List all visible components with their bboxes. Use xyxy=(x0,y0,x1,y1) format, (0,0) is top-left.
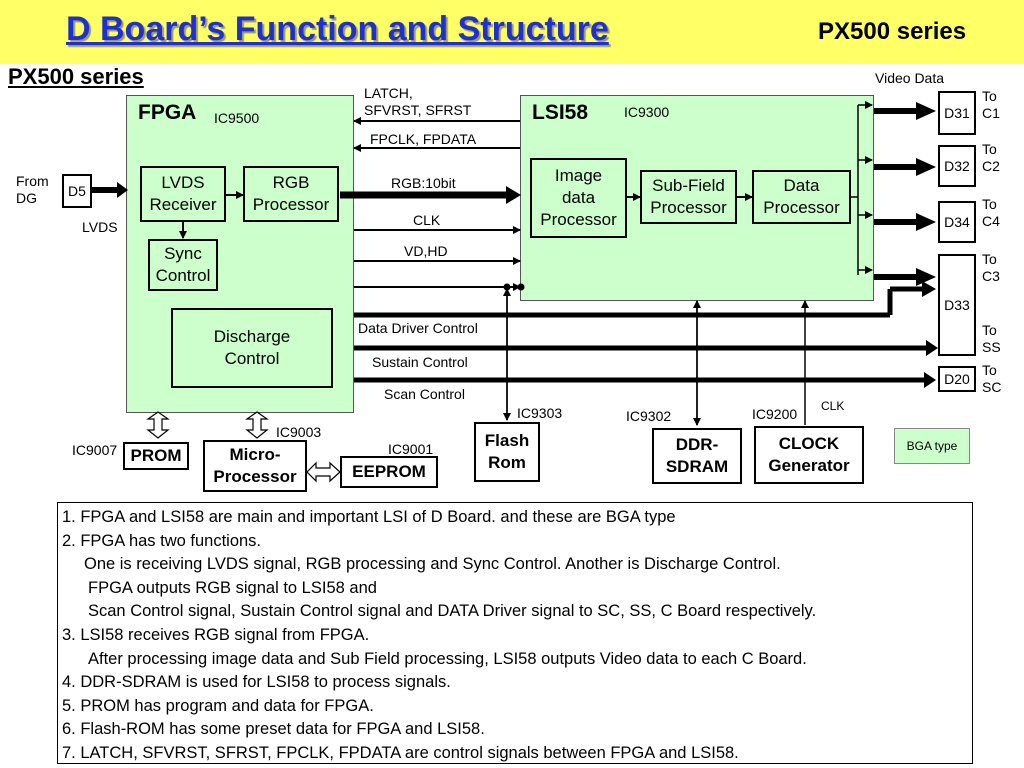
subfield-processor-block: Sub-Field Processor xyxy=(640,170,737,224)
note-line: 5. PROM has program and data for FPGA. xyxy=(62,696,374,715)
note-line: Scan Control signal, Sustain Control sig… xyxy=(88,602,817,621)
video-data-label: Video Data xyxy=(875,70,945,86)
to-c2-label: To C2 xyxy=(982,141,1000,174)
clk-signal-label: CLK xyxy=(413,212,441,228)
eeprom-chip: EEPROM xyxy=(340,456,438,488)
to-c4-label: To C4 xyxy=(982,196,1000,229)
to-c3-label: To C3 xyxy=(982,251,1000,284)
clock-clk-label: CLK xyxy=(821,399,845,413)
note-line: 1. FPGA and LSI58 are main and important… xyxy=(62,508,676,526)
lsi58-ic-label: IC9300 xyxy=(624,104,670,120)
connector-d20: D20 xyxy=(938,366,976,392)
page-subtitle: PX500 series xyxy=(8,64,144,89)
connector-d32: D32 xyxy=(938,145,976,187)
microprocessor-chip: Micro- Processor xyxy=(203,440,307,492)
rgb-processor-block: RGB Processor xyxy=(243,166,339,222)
flash-ic-label: IC9303 xyxy=(517,405,563,421)
data-processor-block: Data Processor xyxy=(752,170,851,224)
lvds-input-arrowhead xyxy=(117,182,128,198)
micro-ic-label: IC9003 xyxy=(276,424,322,440)
prom-chip: PROM xyxy=(123,442,189,470)
connector-d33: D33 xyxy=(938,254,976,356)
connector-d5: D5 xyxy=(62,174,92,208)
note-line: 6. Flash-ROM has some preset data for FP… xyxy=(62,720,485,739)
prom-fpga-link xyxy=(146,411,170,439)
lvds-label: LVDS xyxy=(82,219,118,235)
sustain-control-label: Sustain Control xyxy=(372,354,468,370)
clock-ic-label: IC9200 xyxy=(752,406,798,422)
bga-type-legend: BGA type xyxy=(894,428,970,464)
ddr-ic-label: IC9302 xyxy=(626,408,672,424)
scan-control-label: Scan Control xyxy=(384,386,465,402)
sync-control-block: Sync Control xyxy=(148,239,218,291)
micro-eeprom-link xyxy=(306,461,341,483)
connector-d31: D31 xyxy=(938,91,976,135)
fpga-ic-label: IC9500 xyxy=(214,110,260,126)
vdhd-signal-label: VD,HD xyxy=(404,243,448,259)
lsi58-title: LSI58 xyxy=(532,101,589,124)
ddr-sdram-chip: DDR- SDRAM xyxy=(652,428,742,484)
fpga-title: FPGA xyxy=(138,101,197,124)
eeprom-ic-label: IC9001 xyxy=(388,441,434,457)
notes-box: 1. FPGA and LSI58 are main and important… xyxy=(57,502,973,764)
to-c1-label: To C1 xyxy=(982,88,1000,121)
connector-d34: D34 xyxy=(938,201,976,243)
lvds-receiver-block: LVDS Receiver xyxy=(140,166,226,222)
note-line: FPGA outputs RGB signal to LSI58 and xyxy=(88,578,377,597)
page-title: D Board’s Function and Structure xyxy=(66,10,609,48)
rgb-signal-label: RGB:10bit xyxy=(391,175,456,191)
to-ss-label: To SS xyxy=(982,322,1001,355)
micro-fpga-link xyxy=(245,411,269,439)
header-bar: D Board’s Function and Structure PX500 s… xyxy=(0,0,1024,64)
note-line: 3. LSI58 receives RGB signal from FPGA. xyxy=(62,625,370,644)
flash-rom-chip: Flash Rom xyxy=(474,422,540,482)
image-data-processor-block: Image data Processor xyxy=(530,158,627,238)
fpclk-signal-label: FPCLK, FPDATA xyxy=(370,131,477,147)
rgb-bus-arrowhead xyxy=(506,186,521,204)
header-series: PX500 series xyxy=(818,18,967,45)
note-line: One is receiving LVDS signal, RGB proces… xyxy=(84,555,781,574)
note-line: 4. DDR-SDRAM is used for LSI58 to proces… xyxy=(62,673,451,692)
from-dg-label: From DG xyxy=(16,173,49,206)
prom-ic-label: IC9007 xyxy=(72,442,118,458)
clock-generator-chip: CLOCK Generator xyxy=(754,426,864,484)
note-line: After processing image data and Sub Fiel… xyxy=(88,649,807,668)
latch-signal-label: LATCH, SFVRST, SFRST xyxy=(364,85,472,118)
note-line: 2. FPGA has two functions. xyxy=(62,531,262,550)
video-data-outputs xyxy=(874,102,936,286)
discharge-control-block: Discharge Control xyxy=(171,308,333,388)
note-line: 7. LATCH, SFVRST, SFRST, FPCLK, FPDATA a… xyxy=(62,743,739,762)
to-sc-label: To SC xyxy=(982,362,1002,395)
data-driver-control-label: Data Driver Control xyxy=(358,320,478,336)
